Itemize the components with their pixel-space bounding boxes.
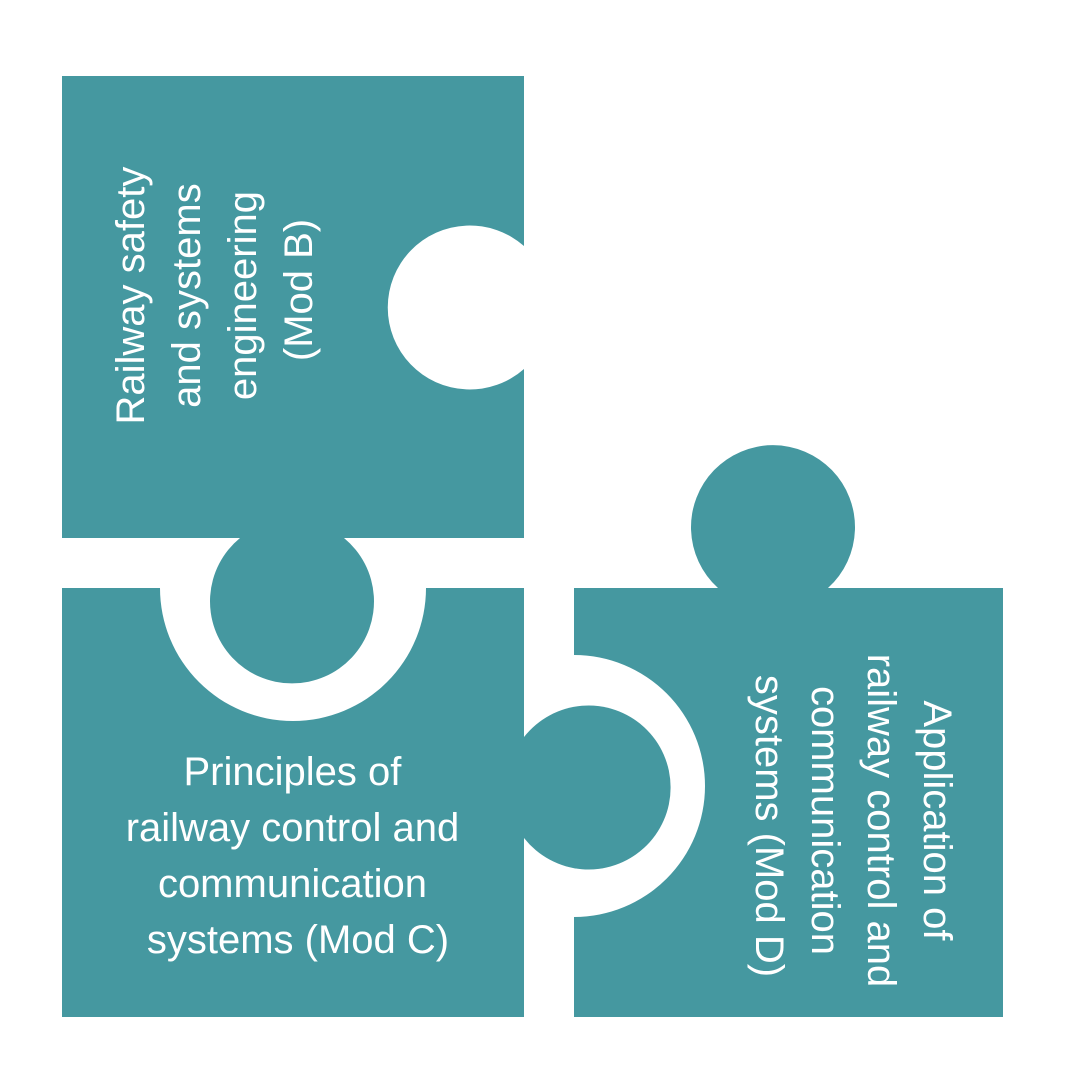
- label-mod-b-line-3: engineering: [221, 191, 265, 400]
- label-mod-c-line-4: systems (Mod C): [147, 918, 449, 962]
- label-mod-d-line-4: systems (Mod D): [747, 675, 791, 977]
- label-mod-b-line-1: Railway safety: [109, 167, 153, 425]
- label-mod-b: Railway safety and systems engineering (…: [109, 156, 321, 425]
- label-mod-c-line-2: railway control and: [126, 806, 460, 850]
- label-mod-c-line-3: communication: [158, 862, 427, 906]
- label-mod-c: Principles of railway control and commun…: [126, 750, 471, 962]
- puzzle-piece-mod-b: [62, 76, 524, 538]
- puzzle-piece-mod-d: [574, 566, 1003, 1017]
- label-mod-d-line-3: communication: [803, 686, 847, 955]
- label-mod-b-line-2: and systems: [165, 183, 209, 408]
- label-mod-d-line-1: Application of: [915, 700, 959, 941]
- label-mod-b-line-4: (Mod B): [277, 219, 321, 361]
- puzzle-piece-mod-c: [62, 588, 542, 1017]
- label-mod-c-line-1: Principles of: [184, 750, 403, 794]
- puzzle-tab-mod-d: [690, 445, 855, 588]
- puzzle-tab-mod-c: [210, 538, 374, 684]
- label-mod-d: Application of railway control and commu…: [747, 654, 959, 999]
- puzzle-tab-mod-c-right: [524, 705, 671, 870]
- label-mod-d-line-2: railway control and: [859, 654, 903, 988]
